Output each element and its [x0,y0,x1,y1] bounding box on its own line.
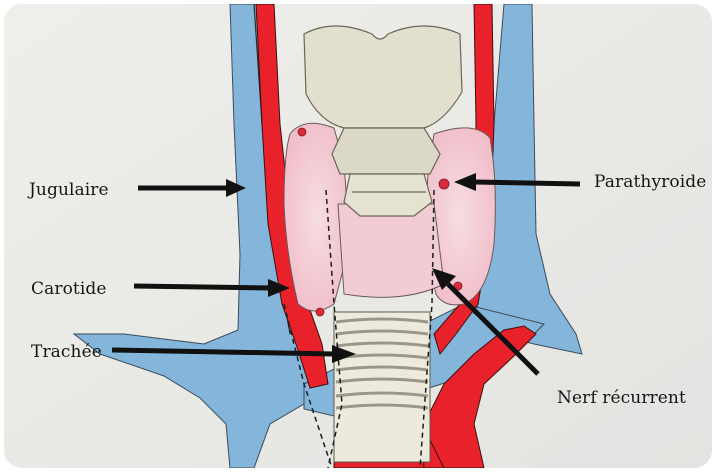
label-trachee: Trachée [31,342,102,362]
label-carotide: Carotide [31,279,107,299]
label-nerf-recurrent: Nerf récurrent [557,388,686,408]
label-jugulaire: Jugulaire [29,180,109,200]
label-parathyroide: Parathyroide [594,172,706,192]
trachea [334,312,430,462]
anatomy-diagram: Jugulaire Carotide Trachée Parathyroide … [4,4,712,468]
